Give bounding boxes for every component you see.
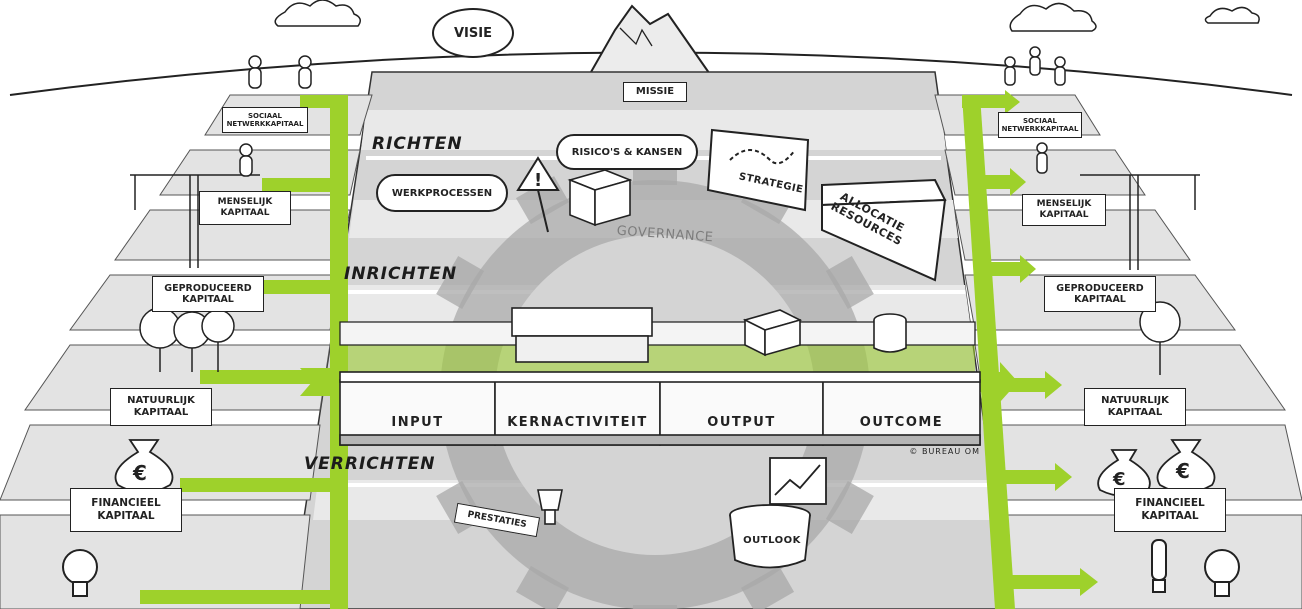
right-capital-natural: NATUURLIJK KAPITAAL [1084,388,1186,426]
left-capital-social: SOCIAAL NETWERKKAPITAAL [222,107,308,133]
mission-sign: MISSIE [623,82,687,102]
output-boxes [742,309,803,357]
left-capital-human: MENSELIJK KAPITAAL [199,191,291,225]
right-capital-social-label: SOCIAAL NETWERKKAPITAAL [1001,116,1079,133]
outlook-label: OUTLOOK [743,535,801,546]
crane-right [1080,174,1200,270]
risk-warning-sign: ! [516,156,560,233]
svg-text:€: € [132,461,147,485]
right-capital-financial-label: FINANCIEEL KAPITAAL [1135,497,1205,522]
strategy-scroll [706,128,810,212]
people-left [239,55,312,177]
processes-bubble: WERKPROCESSEN [376,174,508,212]
left-capital-manufactured: GEPRODUCEERD KAPITAAL [152,276,264,312]
svg-text:€: € [1112,469,1126,490]
stage-input: INPUT [391,414,444,430]
cloud-right [1009,2,1097,32]
workshop-table [511,307,653,363]
trophy [537,489,563,525]
right-capital-natural-label: NATUURLIJK KAPITAAL [1101,395,1169,418]
risks-label: RISICO'S & KANSEN [571,146,683,158]
allocation-desk [821,178,947,282]
left-capital-financial: FINANCIEEL KAPITAAL [70,488,182,532]
vision-label: VISIE [454,25,492,41]
cloud-right-2 [1204,6,1260,24]
right-capital-manufactured-label: GEPRODUCEERD KAPITAAL [1056,282,1144,305]
copyright: © BUREAU OM [909,447,980,456]
left-capital-natural: NATUURLIJK KAPITAAL [110,388,212,426]
right-green-flow [955,90,1098,609]
section-verrichten: VERRICHTEN [304,454,436,474]
mission-label: MISSIE [635,86,675,97]
right-capital-human: MENSELIJK KAPITAAL [1022,194,1106,226]
crane-left [130,174,260,268]
performance-banner: PRESTATIES [453,502,541,538]
stage-outcome: OUTCOME [859,414,944,430]
cloud-left [274,0,361,27]
ballot-box [567,169,633,227]
performance-label: PRESTATIES [466,509,528,530]
right-capital-financial: FINANCIEEL KAPITAAL [1114,488,1226,532]
stage-output: OUTPUT [707,414,776,430]
allocation-label: ALLOCATIE RESOURCES [828,189,907,248]
right-capital-manufactured: GEPRODUCEERD KAPITAAL [1044,276,1156,312]
left-capital-natural-label: NATUURLIJK KAPITAAL [127,395,195,418]
light-bulb-left [62,549,98,597]
section-inrichten: INRICHTEN [344,264,458,284]
left-capital-human-label: MENSELIJK KAPITAAL [217,197,273,218]
processes-label: WERKPROCESSEN [391,187,493,199]
svg-text:€: € [1175,459,1190,483]
tree-right [1139,301,1181,375]
stage-core-activity: KERNACTIVITEIT [507,414,648,430]
light-bulbs-right [1151,539,1240,597]
left-capital-manufactured-label: GEPRODUCEERD KAPITAAL [164,282,252,305]
right-capital-social: SOCIAAL NETWERKKAPITAAL [998,112,1082,138]
barrel [873,313,907,353]
svg-text:!: ! [534,170,542,191]
right-capital-human-label: MENSELIJK KAPITAAL [1036,199,1092,220]
strategy-label: STRATEGIE [737,171,805,196]
risks-bubble: RISICO'S & KANSEN [556,134,698,170]
people-right [1004,46,1066,174]
governance-label: GOVERNANCE [616,223,714,246]
value-chain-pieces [339,371,981,446]
vision-bubble: VISIE [432,8,514,58]
left-capital-financial-label: FINANCIEEL KAPITAAL [91,497,161,522]
outlook-table [729,457,827,569]
left-capital-social-label: SOCIAAL NETWERKKAPITAAL [226,111,304,128]
section-richten: RICHTEN [372,134,463,154]
